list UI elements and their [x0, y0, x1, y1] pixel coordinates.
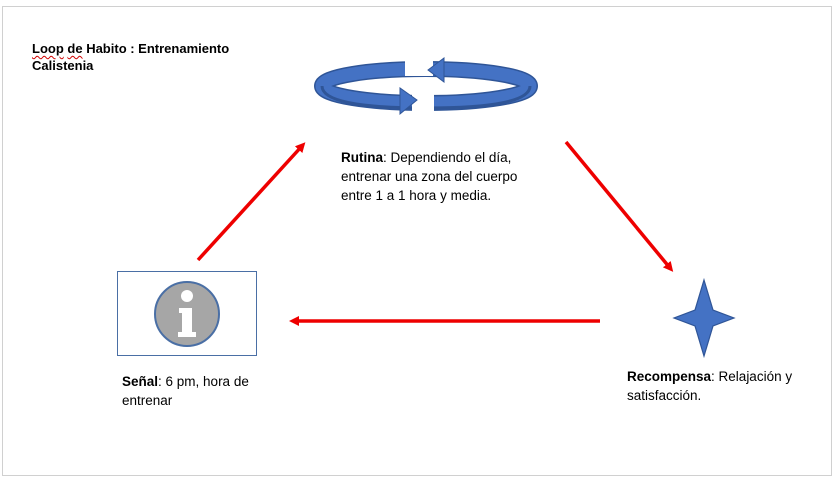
cue-label: Señal: [122, 374, 159, 389]
circular-arrows-icon: [314, 57, 538, 116]
four-point-star-icon: [672, 277, 736, 359]
routine-label: Rutina: [341, 150, 383, 165]
reward-label: Recompensa: [627, 369, 712, 384]
arrow-routine-to-reward: [564, 140, 674, 272]
cue-text: Señal: 6 pm, hora de entrenar: [122, 372, 282, 410]
routine-description: : Dependiendo el día, entrenar una zona …: [341, 150, 518, 203]
title-word-habito: Habito : Entrenamiento: [86, 41, 230, 56]
routine-text: Rutina: Dependiendo el día, entrenar una…: [341, 148, 541, 205]
reward-text: Recompensa: Relajación y satisfacción.: [627, 367, 817, 405]
diagram-title: Loop de Habito : Entrenamiento Calisteni…: [32, 40, 292, 74]
title-line2: Calistenia: [32, 58, 94, 73]
cue-icon-frame: [117, 271, 257, 356]
arrow-cue-to-routine: [196, 142, 306, 262]
info-icon: [154, 281, 220, 347]
reward-description: : Relajación y satisfacción.: [627, 369, 793, 403]
slide-canvas: [2, 6, 832, 476]
title-word-de: de: [67, 41, 83, 56]
cue-description: : 6 pm, hora de entrenar: [122, 374, 249, 408]
title-word-loop: Loop: [32, 41, 64, 56]
